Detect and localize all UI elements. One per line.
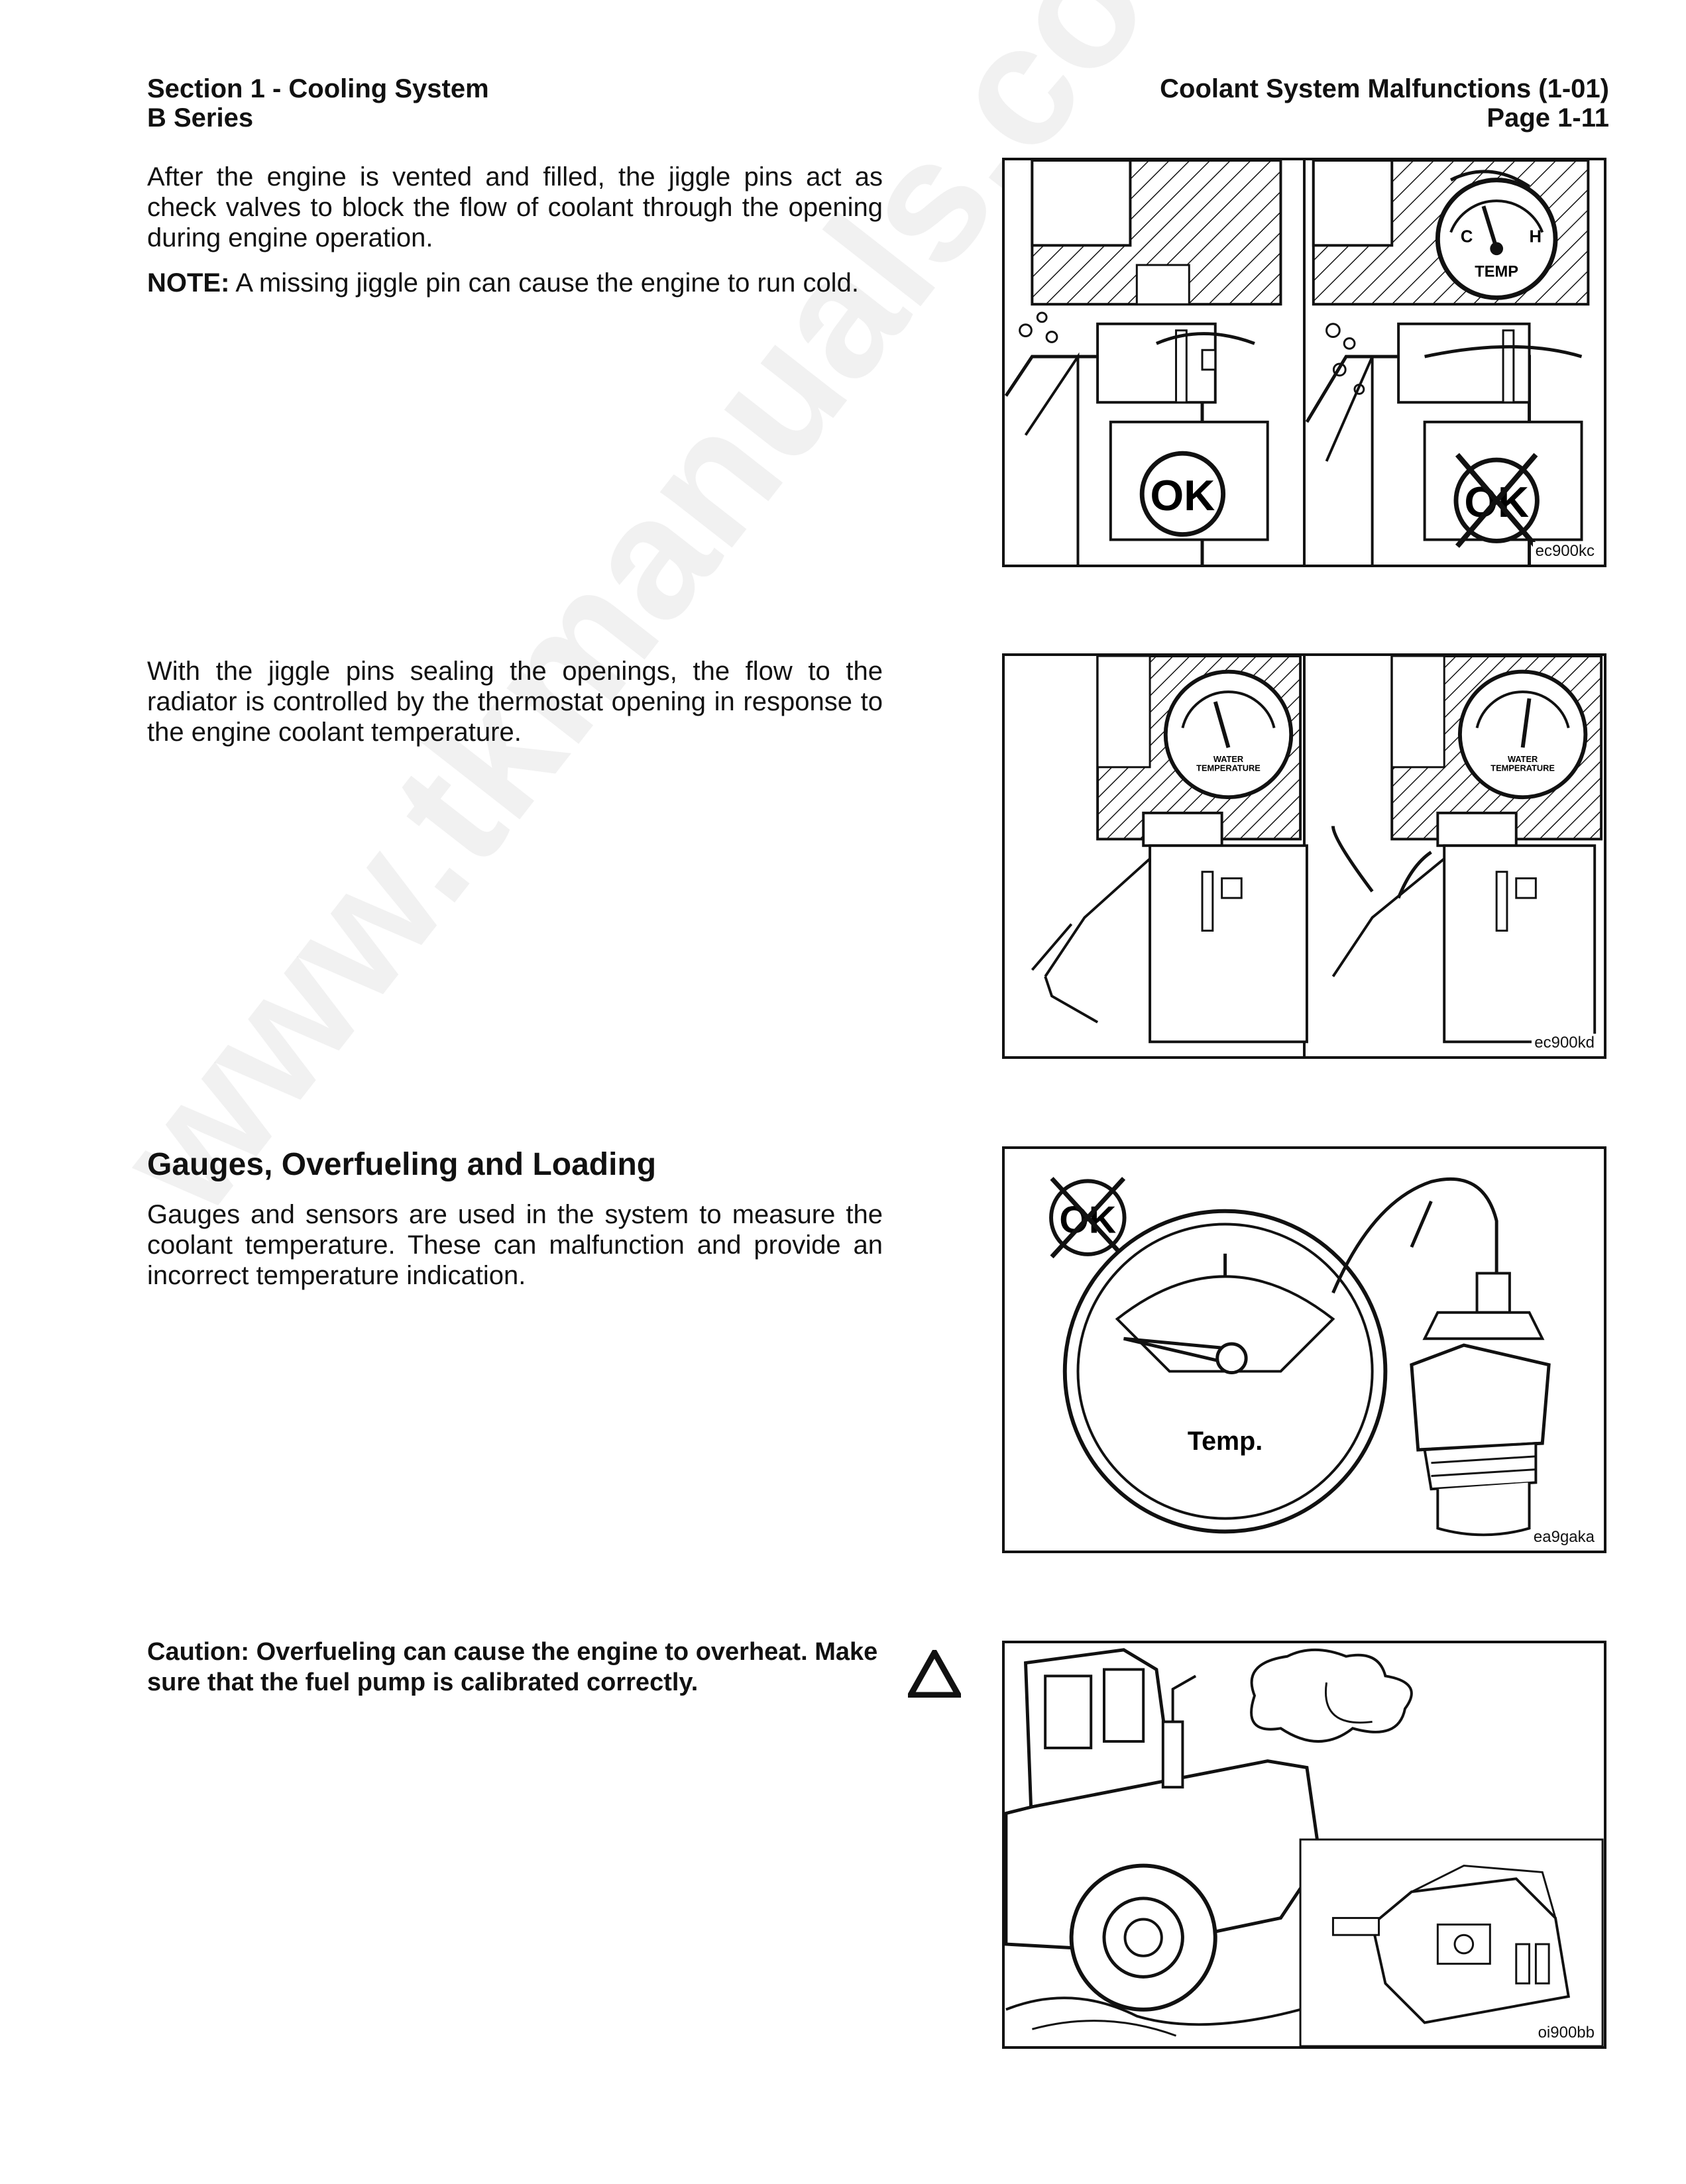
figure-jiggle-pin-check: OK C H TEMP OK ec900kc bbox=[1002, 158, 1606, 567]
topic-title: Coolant System Malfunctions (1-01) bbox=[1160, 74, 1609, 103]
thermostat-flow-illustration: WATER TEMPERATURE WATER TEMPERATURE bbox=[1031, 656, 1603, 1056]
gauge-sensor-illustration: OK Temp. bbox=[1049, 1177, 1551, 1537]
warning-triangle-icon bbox=[908, 1650, 961, 1698]
note-label: NOTE: bbox=[147, 268, 230, 298]
hot-label: H bbox=[1530, 227, 1542, 246]
section-title: Section 1 - Cooling System bbox=[147, 74, 489, 103]
note-paragraph: NOTE: A missing jiggle pin can cause the… bbox=[147, 268, 883, 298]
temp-label: TEMP bbox=[1475, 264, 1518, 281]
figure-gauge-sensor: OK Temp. ea9gaka bbox=[1002, 1146, 1606, 1553]
temperature-label-2: TEMPERATURE bbox=[1490, 763, 1555, 773]
note-text: A missing jiggle pin can cause the engin… bbox=[229, 268, 859, 298]
figure-overfueling: oi900bb bbox=[1002, 1641, 1606, 2049]
caution-text: Caution: Overfueling can cause the engin… bbox=[147, 1638, 878, 1696]
paragraph-jiggle-pins: After the engine is vented and filled, t… bbox=[147, 162, 883, 252]
page-number: Page 1-11 bbox=[1487, 103, 1609, 133]
series-title: B Series bbox=[147, 103, 254, 133]
figure-thermostat-flow: WATER TEMPERATURE WATER TEMPERATURE ec90… bbox=[1002, 653, 1606, 1059]
figure-code: ec900kd bbox=[1532, 1034, 1597, 1052]
page-header: Coolant System Malfunctions (1-01) Page … bbox=[1160, 74, 1609, 133]
jiggle-pin-illustration: OK C H TEMP OK bbox=[1005, 160, 1590, 565]
water-label: WATER bbox=[1213, 754, 1243, 764]
loader-fuel-pump-illustration bbox=[1005, 1648, 1604, 2046]
cold-label: C bbox=[1461, 227, 1473, 246]
paragraph-thermostat: With the jiggle pins sealing the opening… bbox=[147, 657, 883, 747]
section-heading: Gauges, Overfueling and Loading bbox=[147, 1147, 657, 1182]
figure-code: ec900kc bbox=[1532, 542, 1597, 561]
temperature-label: TEMPERATURE bbox=[1196, 763, 1261, 773]
ok-label: OK bbox=[1151, 471, 1215, 519]
figure-code: ea9gaka bbox=[1530, 1528, 1597, 1547]
temp-gauge-label: Temp. bbox=[1188, 1427, 1263, 1456]
paragraph-gauges: Gauges and sensors are used in the syste… bbox=[147, 1200, 883, 1290]
figure-code: oi900bb bbox=[1535, 2024, 1597, 2042]
section-header: Section 1 - Cooling System B Series bbox=[147, 74, 489, 133]
water-label-2: WATER bbox=[1508, 754, 1538, 764]
